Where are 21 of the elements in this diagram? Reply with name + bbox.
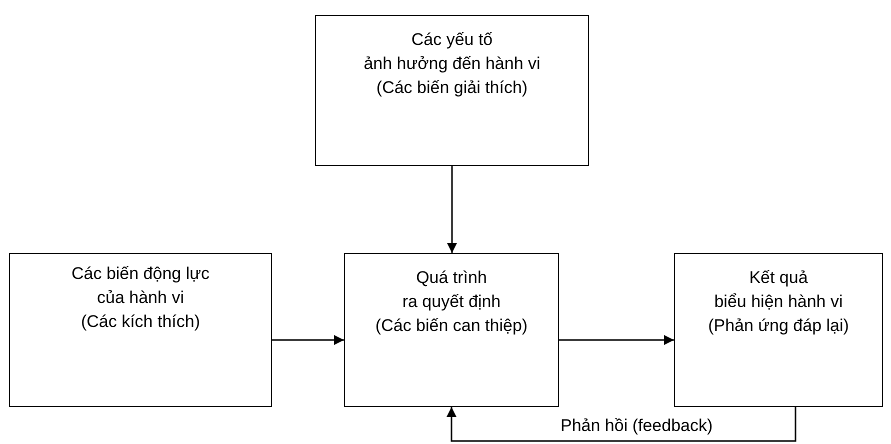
box-text: biểu hiện hành vi [714,291,843,313]
box-text: ra quyết định [402,291,501,313]
box-text: ảnh hưởng đến hành vi [364,53,540,75]
process-box [315,15,589,166]
box-text: của hành vi [97,287,184,309]
edge-label: Phản hồi (feedback) [558,416,715,436]
box-text: Các yếu tố [411,29,493,51]
arrow [446,407,796,442]
process-box [9,253,272,407]
box-text: (Phản ứng đáp lại) [708,315,849,337]
process-box [674,253,883,407]
arrow [447,166,457,253]
box-text: Quá trình [416,267,487,289]
box-text: (Các kích thích) [80,311,200,333]
box-text: Các biến động lực [71,263,210,285]
arrow [559,335,674,345]
arrow [272,335,344,345]
box-text: (Các biến giải thích) [376,77,528,99]
box-text: Kết quả [749,267,808,289]
process-box [344,253,559,407]
box-text: (Các biến can thiệp) [375,315,528,337]
